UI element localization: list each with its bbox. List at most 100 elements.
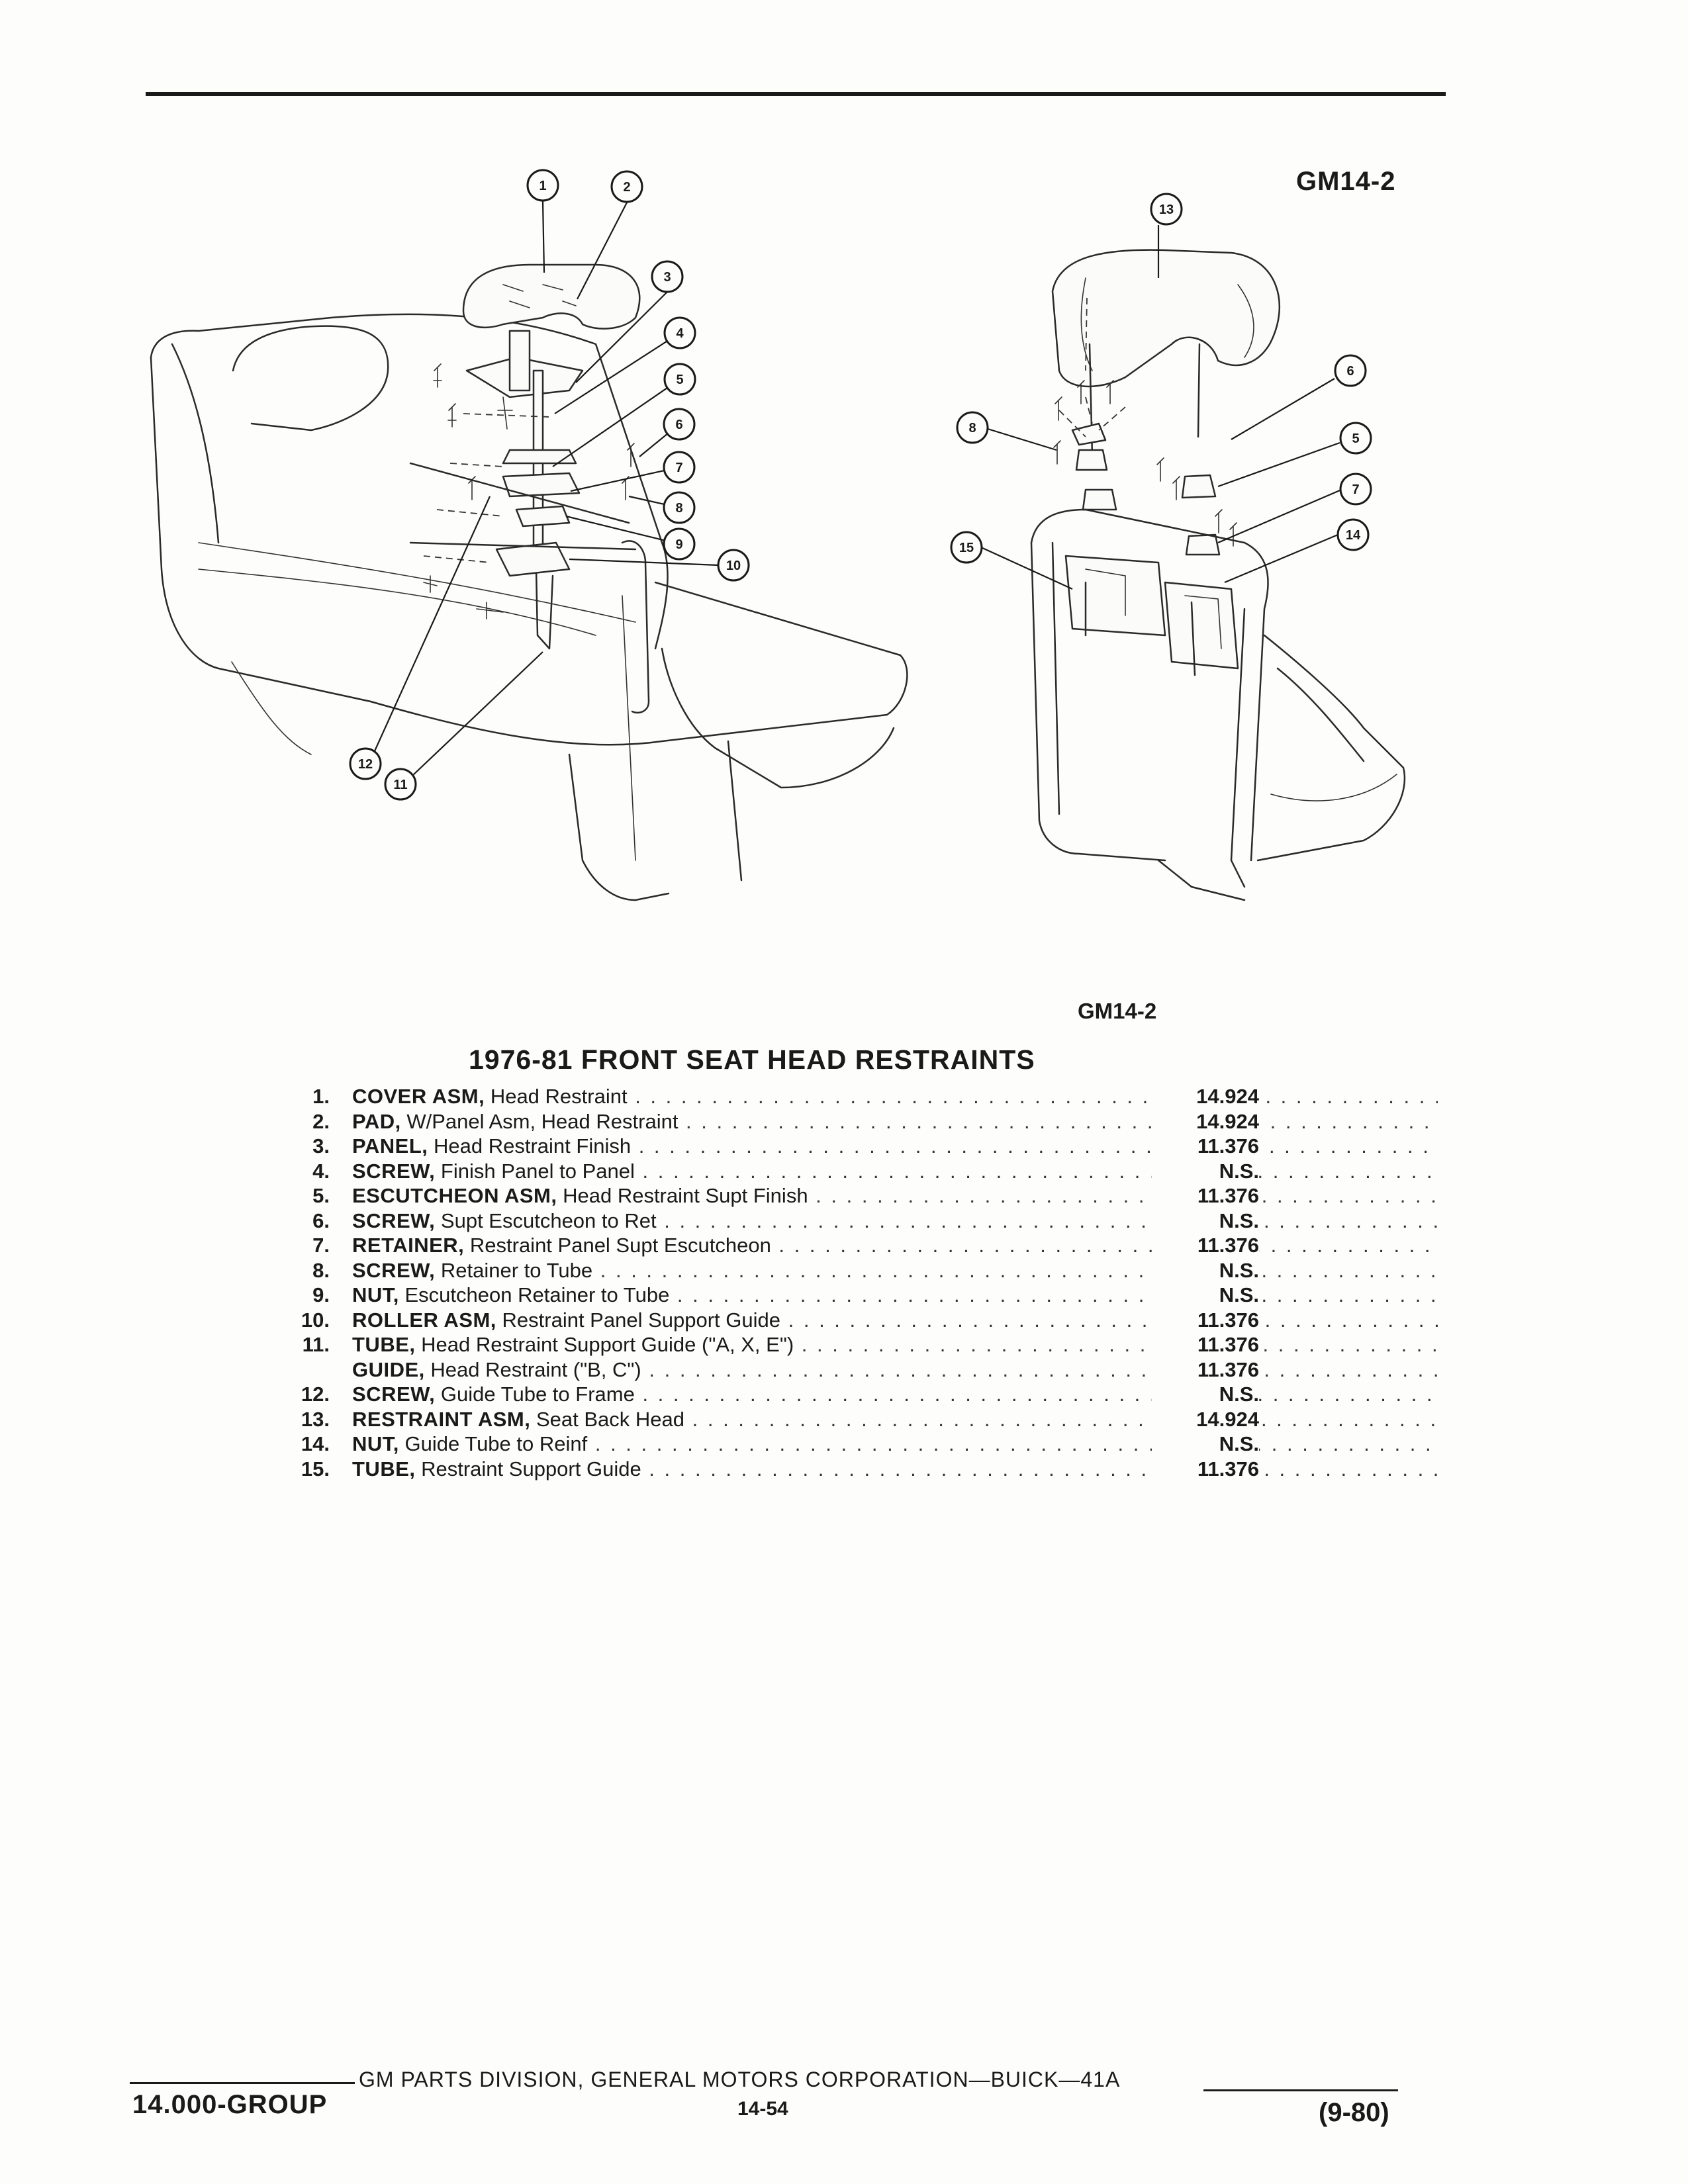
dot-leader: . . . . . . . . . . . . . . . . . . . . … — [642, 1159, 1438, 1183]
part-name: RESTRAINT ASM, — [352, 1407, 531, 1431]
dot-leader: . . . . . . . . . . . . . . . . . . . . … — [686, 1109, 1438, 1133]
parts-row: 12. SCREW, Guide Tube to Frame . . . . . … — [291, 1382, 1438, 1407]
parts-row: 10. ROLLER ASM, Restraint Panel Support G… — [291, 1307, 1438, 1332]
callout-8-right-label: 8 — [968, 421, 976, 435]
exploded-parts-diagram: 1 2 3 4 5 6 7 8 9 10 11 12 13 6 8 5 7 15… — [150, 169, 1406, 901]
callout-4: 4 — [663, 316, 696, 349]
part-price-code: 11.376 — [1152, 1456, 1259, 1481]
part-description: SCREW, Finish Panel to Panel . . . . . .… — [352, 1159, 1438, 1184]
callout-14-label: 14 — [1346, 528, 1361, 543]
part-number: 15. — [301, 1457, 330, 1480]
dot-leader: . . . . . . . . . . . . . . . . . . . . … — [664, 1208, 1438, 1232]
part-description: ROLLER ASM, Restraint Panel Support Guid… — [352, 1308, 1438, 1333]
part-description: TUBE, Restraint Support Guide . . . . . … — [352, 1457, 1438, 1482]
dot-leader: . . . . . . . . . . . . . . . . . . . . … — [635, 1085, 1438, 1108]
callout-6-label: 6 — [675, 418, 682, 432]
parts-list-title: 1976-81 FRONT SEAT HEAD RESTRAINTS — [469, 1044, 1035, 1075]
part-description: ESCUTCHEON ASM, Head Restraint Supt Fini… — [352, 1183, 1438, 1208]
part-detail: Guide Tube to Frame — [435, 1383, 635, 1406]
callout-5-right: 5 — [1339, 422, 1372, 455]
part-name: TUBE, — [352, 1457, 416, 1480]
parts-row: 13.RESTRAINT ASM, Seat Back Head . . . .… — [291, 1406, 1438, 1432]
part-name: TUBE, — [352, 1333, 416, 1356]
footer-corporation: GM PARTS DIVISION, GENERAL MOTORS CORPOR… — [359, 2068, 1121, 2091]
callout-14: 14 — [1336, 518, 1370, 551]
parts-row: 6.SCREW, Supt Escutcheon to Ret . . . . … — [291, 1208, 1438, 1233]
callout-7: 7 — [663, 451, 696, 484]
parts-row: 5.ESCUTCHEON ASM, Head Restraint Supt Fi… — [291, 1183, 1438, 1208]
dot-leader: . . . . . . . . . . . . . . . . . . . . … — [649, 1457, 1438, 1480]
parts-row: 7. RETAINER, Restraint Panel Supt Escutch… — [291, 1233, 1438, 1258]
callout-7-right: 7 — [1339, 473, 1372, 506]
part-detail: W/Panel Asm, Head Restraint — [400, 1109, 679, 1133]
callout-2-label: 2 — [623, 180, 630, 195]
part-detail: Guide Tube to Reinf — [399, 1432, 588, 1455]
part-description: NUT, Escutcheon Retainer to Tube . . . .… — [352, 1283, 1438, 1308]
callout-11: 11 — [384, 768, 417, 801]
part-number: 2. — [312, 1109, 330, 1133]
part-detail: Finish Panel to Panel — [435, 1159, 635, 1183]
dot-leader: . . . . . . . . . . . . . . . . . . . . … — [778, 1234, 1438, 1257]
part-number: 1. — [312, 1085, 330, 1108]
part-number: 10. — [301, 1308, 330, 1332]
part-name: SCREW, — [352, 1258, 436, 1282]
parts-row: 1.COVER ASM, Head Restraint . . . . . . … — [291, 1084, 1438, 1109]
footer-date: (9-80) — [1319, 2098, 1389, 2127]
part-price-code: N.S. — [1152, 1283, 1259, 1308]
part-number: 3. — [312, 1134, 330, 1158]
callout-5-right-label: 5 — [1352, 432, 1359, 446]
dot-leader: . . . . . . . . . . . . . . . . . . . . … — [816, 1184, 1438, 1207]
callout-5: 5 — [663, 363, 696, 396]
dot-leader: . . . . . . . . . . . . . . . . . . . . … — [649, 1357, 1438, 1381]
part-price-code: N.S. — [1152, 1208, 1259, 1233]
part-name: COVER ASM, — [352, 1085, 485, 1108]
callout-1: 1 — [526, 169, 559, 202]
callout-6: 6 — [663, 408, 696, 441]
callout-13: 13 — [1150, 193, 1183, 226]
dot-leader: . . . . . . . . . . . . . . . . . . . . … — [677, 1283, 1438, 1306]
part-detail: Restraint Panel Support Guide — [496, 1308, 780, 1332]
parts-row: GUIDE, Head Restraint ("B, C") . . . . .… — [291, 1357, 1438, 1382]
parts-row: 8.SCREW, Retainer to Tube . . . . . . . … — [291, 1257, 1438, 1283]
part-description: NUT, Guide Tube to Reinf . . . . . . . .… — [352, 1432, 1438, 1457]
part-description: RETAINER, Restraint Panel Supt Escutcheo… — [352, 1233, 1438, 1258]
parts-row: 4.SCREW, Finish Panel to Panel . . . . .… — [291, 1158, 1438, 1183]
parts-list: 1.COVER ASM, Head Restraint . . . . . . … — [291, 1084, 1438, 1481]
part-price-code: 14.924 — [1152, 1084, 1259, 1109]
callout-6-right: 6 — [1334, 354, 1367, 387]
part-description: TUBE, Head Restraint Support Guide ("A, … — [352, 1332, 1438, 1357]
callout-9-label: 9 — [675, 537, 682, 552]
figure-caption-code: GM14-2 — [1078, 999, 1157, 1023]
top-rule — [146, 92, 1446, 96]
callout-2: 2 — [610, 170, 643, 203]
part-name: SCREW, — [352, 1383, 436, 1406]
footer-rule-right — [1203, 2089, 1398, 2091]
parts-row: 11.TUBE, Head Restraint Support Guide ("… — [291, 1332, 1438, 1357]
part-number: 12. — [301, 1383, 330, 1406]
part-price-code: 11.376 — [1152, 1332, 1259, 1357]
part-price-code: 14.924 — [1152, 1109, 1259, 1134]
part-number: 13. — [301, 1407, 330, 1431]
part-number: 14. — [301, 1432, 330, 1455]
part-description: SCREW, Supt Escutcheon to Ret . . . . . … — [352, 1208, 1438, 1234]
part-detail: Head Restraint Supt Finish — [557, 1184, 808, 1207]
part-detail: Seat Back Head — [530, 1407, 684, 1431]
right-seat-illustration — [1030, 249, 1406, 901]
part-detail: Head Restraint Support Guide ("A, X, E") — [415, 1333, 794, 1356]
part-price-code: N.S. — [1152, 1382, 1259, 1407]
part-detail: Head Restraint Finish — [428, 1134, 632, 1158]
part-name: GUIDE, — [352, 1357, 425, 1381]
dot-leader: . . . . . . . . . . . . . . . . . . . . … — [642, 1383, 1438, 1406]
footer-rule-left — [130, 2082, 355, 2084]
part-number: 7. — [312, 1234, 330, 1257]
right-leader-lines — [980, 225, 1340, 590]
part-name: NUT, — [352, 1283, 399, 1306]
figure-code-top: GM14-2 — [1296, 167, 1396, 196]
part-price-code: 11.376 — [1152, 1233, 1259, 1258]
parts-row: 15. TUBE, Restraint Support Guide . . . .… — [291, 1456, 1438, 1481]
part-description: PANEL, Head Restraint Finish . . . . . .… — [352, 1134, 1438, 1159]
callout-3-label: 3 — [663, 270, 671, 285]
parts-row: 2.PAD, W/Panel Asm, Head Restraint . . .… — [291, 1109, 1438, 1134]
part-name: NUT, — [352, 1432, 399, 1455]
callout-8: 8 — [663, 491, 696, 524]
